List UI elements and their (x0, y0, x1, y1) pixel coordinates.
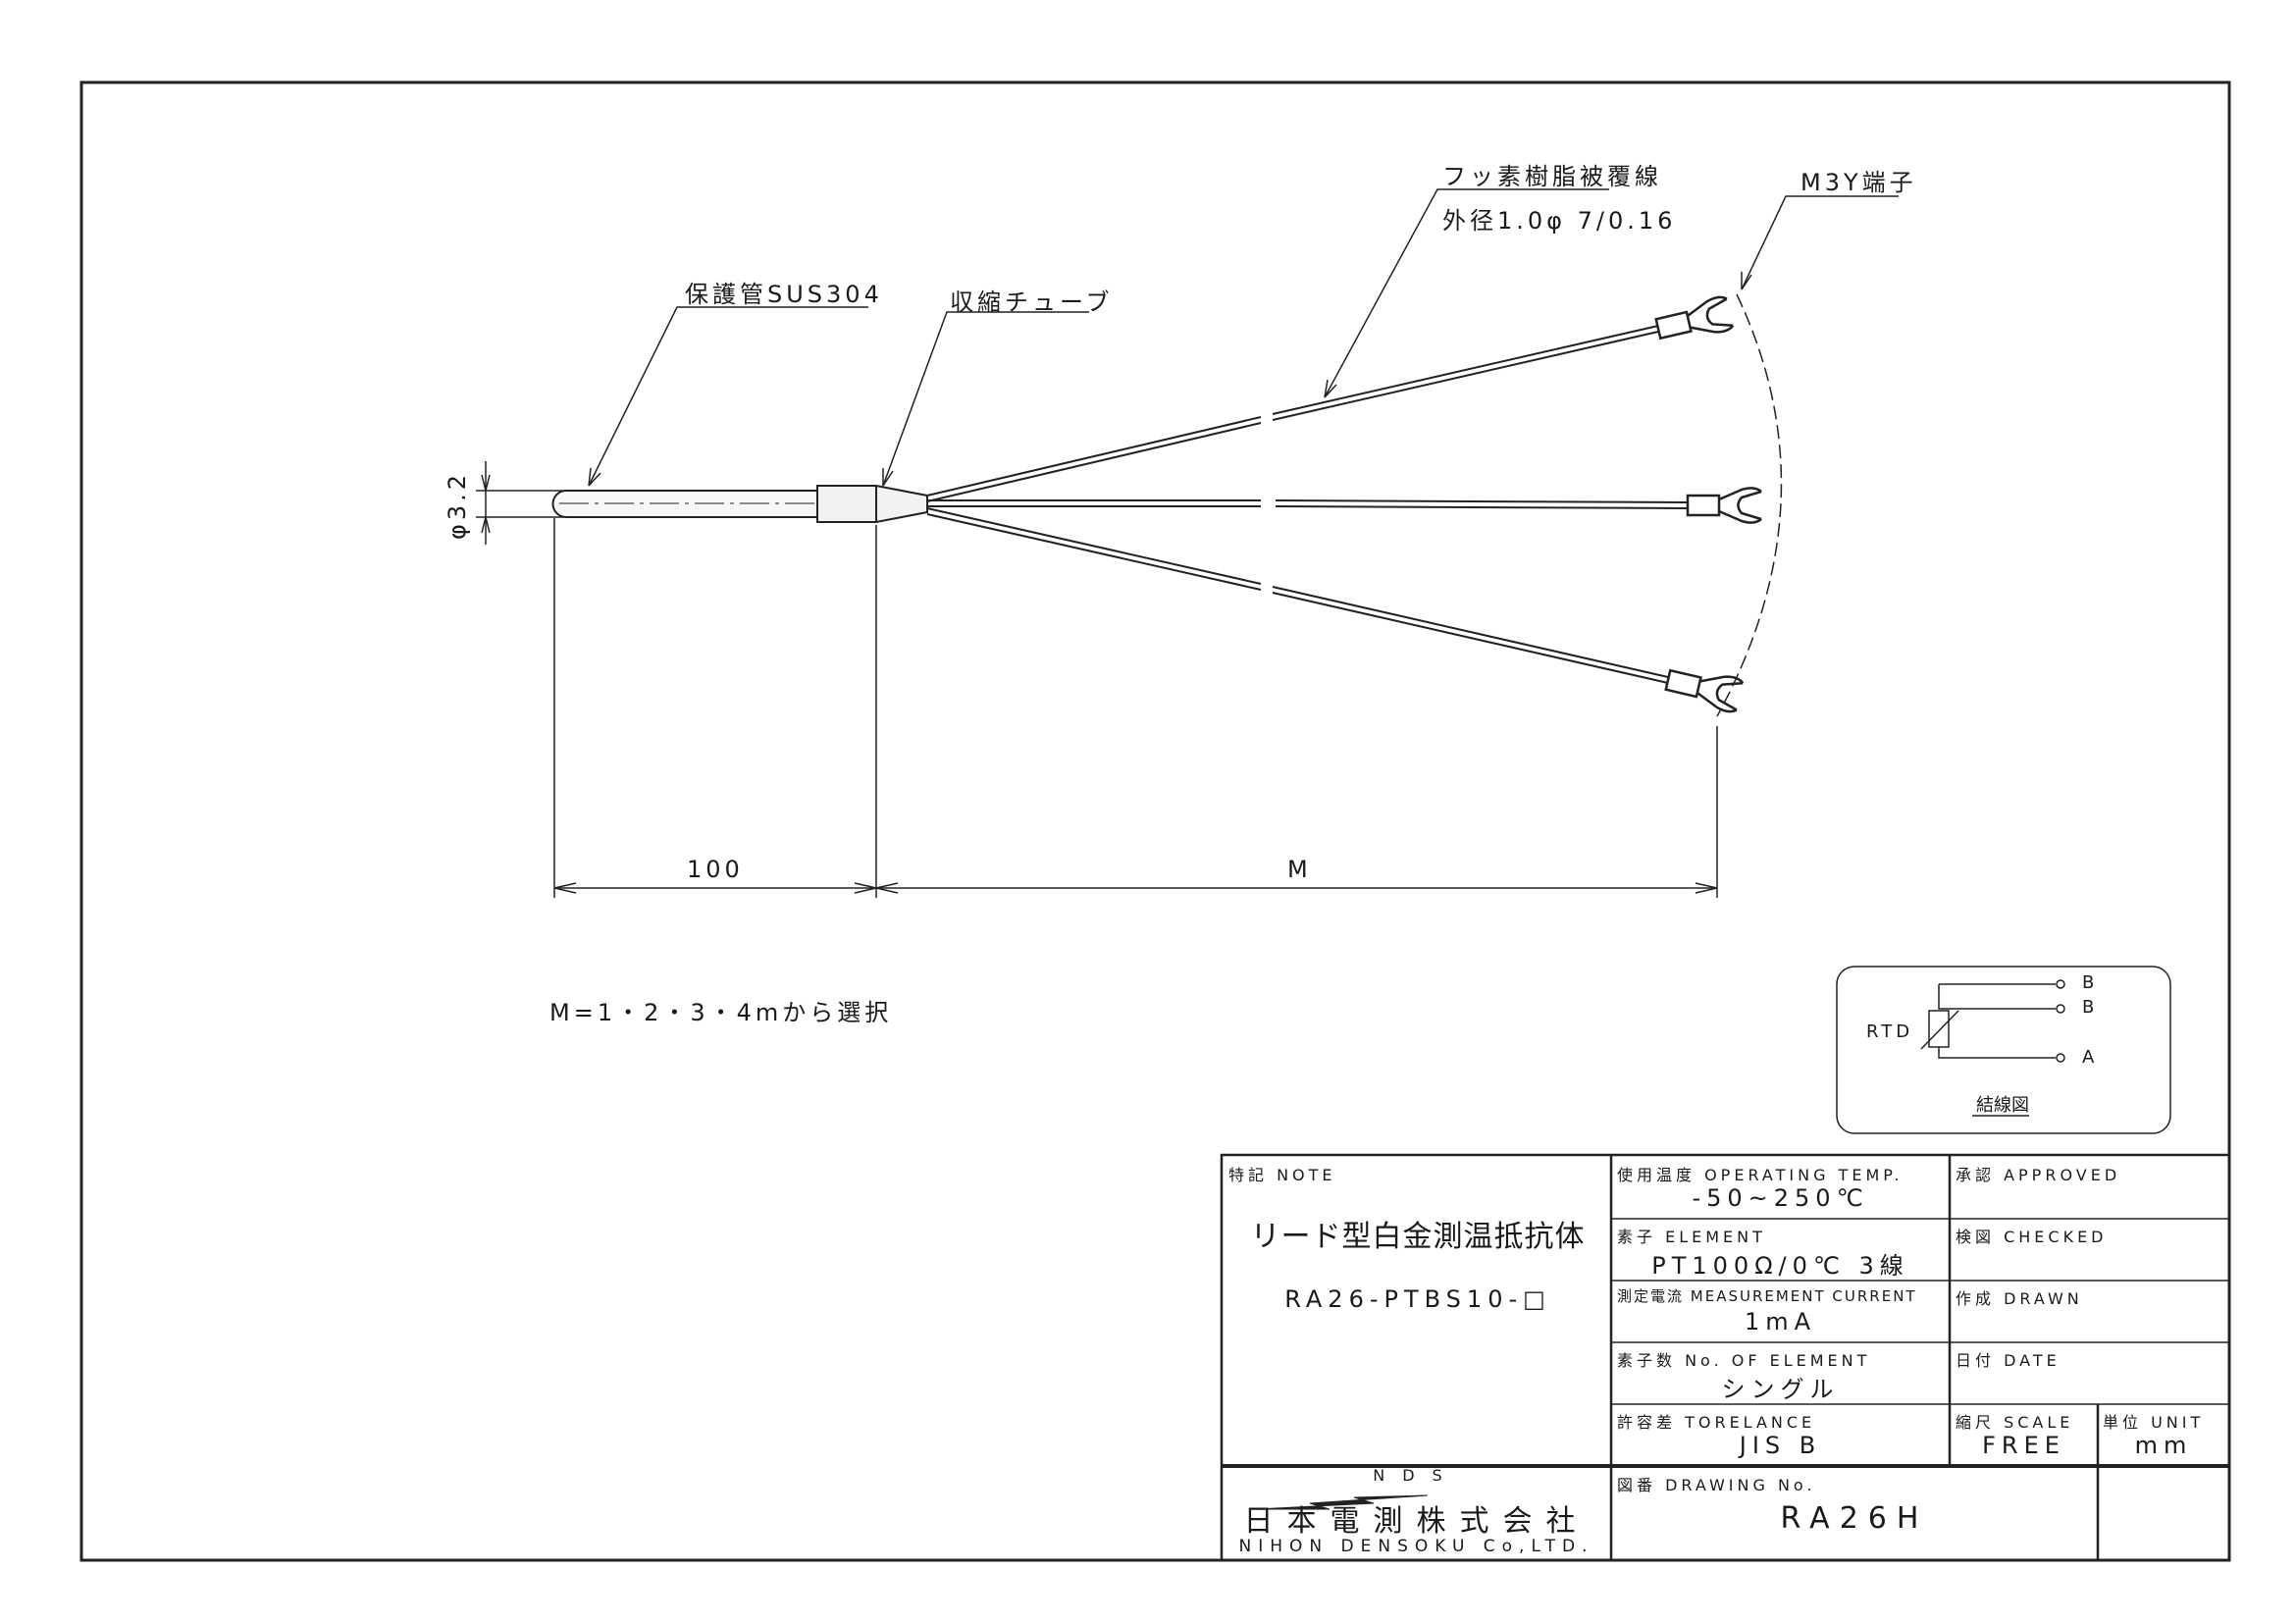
label-protective-tube: 保護管SUS304 (685, 281, 883, 308)
dimensions (476, 461, 1718, 898)
model-number: RA26-PTBS10-□ (1284, 1285, 1551, 1313)
company-abbr: NDS (1373, 1466, 1460, 1485)
current-label: 測定電流 MEASUREMENT CURRENT (1617, 1287, 1917, 1305)
label-diameter: φ3.2 (444, 471, 471, 540)
company-name-jp: 日本電測株式会社 (1243, 1504, 1590, 1539)
m-selection-note: M=1・2・3・4mから選択 (549, 999, 893, 1026)
tolerance-label: 許容差 TORELANCE (1617, 1413, 1816, 1432)
op-temp-label: 使用温度 OPERATING TEMP. (1617, 1166, 1904, 1184)
drawn-label: 作成 DRAWN (1956, 1289, 2083, 1308)
lead-wires (926, 325, 1689, 684)
checked-label: 検図 CHECKED (1956, 1228, 2108, 1246)
approved-label: 承認 APPROVED (1956, 1166, 2121, 1184)
note-label: 特記 NOTE (1228, 1166, 1336, 1184)
label-shrink-tube: 収縮チューブ (950, 288, 1114, 316)
dim-100: 100 (687, 856, 744, 883)
label-wire-spec: 外径1.0φ 7/0.16 (1442, 207, 1677, 235)
company-logo-bolt (1255, 1494, 1429, 1510)
drawing-frame (79, 80, 2231, 1562)
wiring-caption: 結線図 (1976, 1095, 2029, 1116)
element-value: PT100Ω/0℃ 3線 (1651, 1252, 1909, 1280)
dim-m: M (1287, 856, 1312, 883)
product-name: リード型白金測温抵抗体 (1250, 1220, 1586, 1254)
drawing-no-value: RA26H (1780, 1501, 1929, 1536)
scale-value: FREE (1982, 1432, 2065, 1459)
num-element-value: シングル (1721, 1376, 1840, 1403)
num-element-label: 素子数 No. OF ELEMENT (1617, 1351, 1871, 1370)
arc-dashed (1716, 293, 1783, 717)
element-label: 素子 ELEMENT (1617, 1228, 1766, 1246)
y-terminals (1654, 295, 1762, 713)
op-temp-value: -50~250℃ (1692, 1184, 1869, 1212)
wiring-terminal-b1: B (2082, 972, 2099, 993)
label-terminal: M3Y端子 (1800, 169, 1917, 196)
current-value: 1mA (1744, 1308, 1817, 1335)
label-wire: フッ素樹脂被覆線 (1442, 163, 1662, 190)
drawing-no-label: 図番 DRAWING No. (1617, 1476, 1816, 1494)
unit-value: mm (2134, 1432, 2193, 1459)
wiring-rtd: RTD (1866, 1021, 1914, 1042)
title-block-lines (1220, 1153, 2231, 1562)
wiring-diagram-box (1836, 966, 2171, 1134)
wiring-terminal-a: A (2082, 1047, 2099, 1068)
company-name-en: NIHON DENSOKU Co,LTD. (1238, 1537, 1594, 1556)
probe (551, 485, 928, 523)
scale-label: 縮尺 SCALE (1956, 1413, 2074, 1432)
leader-lines (588, 188, 1899, 487)
wiring-terminal-b2: B (2082, 997, 2099, 1018)
date-label: 日付 DATE (1956, 1351, 2061, 1370)
unit-label: 単位 UNIT (2103, 1413, 2205, 1432)
tolerance-value: JIS B (1739, 1432, 1822, 1459)
